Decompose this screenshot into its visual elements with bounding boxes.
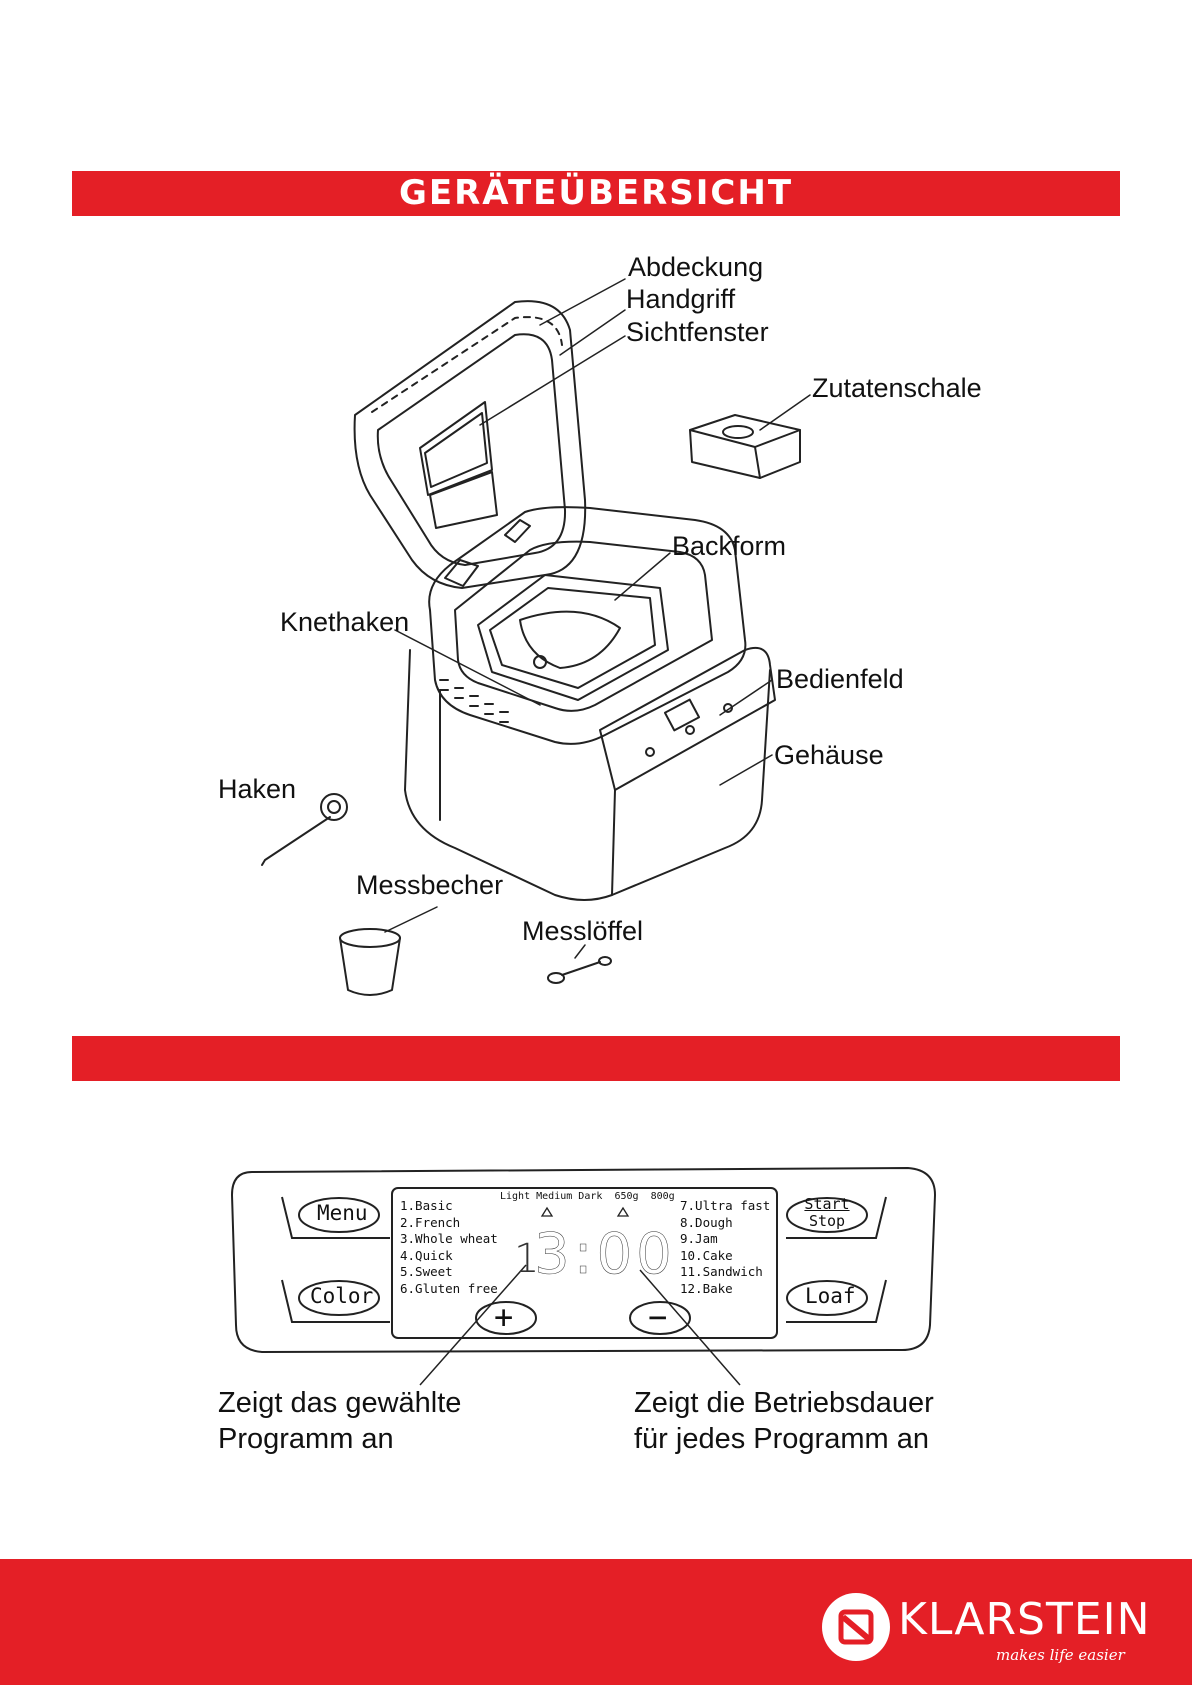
control-panel-diagram (230, 1166, 937, 1386)
color-button[interactable]: Color (310, 1284, 373, 1308)
brand-tagline: makes life easier (996, 1646, 1125, 1664)
label-messbecher: Messbecher (356, 870, 504, 900)
indicator-800g: 800g (650, 1191, 675, 1202)
lid-inner (376, 333, 567, 566)
caption-duration-line1: Zeigt die Betriebsdauer (634, 1387, 934, 1419)
label-sichtfenster: Sichtfenster (626, 317, 769, 347)
indicator-row: Light Medium Dark 650g 800g (500, 1191, 675, 1202)
menu-button-label: Menu (317, 1201, 368, 1225)
caption-program-line2: Programm an (218, 1423, 394, 1455)
menu-button-shape (298, 1197, 380, 1233)
bread-maker-illustration (261, 278, 811, 996)
program-item: 10.Cake (680, 1247, 733, 1263)
program-item: 2.French (400, 1214, 461, 1230)
plus-button[interactable]: + (494, 1298, 513, 1336)
minus-button-shape (629, 1301, 691, 1335)
label-abdeckung: Abdeckung (628, 252, 764, 282)
caption-program: Zeigt das gewählte Programm an (218, 1385, 461, 1457)
label-bedienfeld: Bedienfeld (776, 664, 904, 694)
caption-program-line1: Zeigt das gewählte (218, 1387, 462, 1419)
housing-top (428, 506, 747, 745)
minus-button-label: − (648, 1298, 668, 1336)
program-item: 11.Sandwich (680, 1264, 763, 1279)
vent-slots (439, 679, 509, 723)
label-zutatenschale: Zutatenschale (812, 373, 982, 403)
label-knethaken: Knethaken (280, 607, 410, 637)
footer-band (0, 1559, 1192, 1685)
program-item: 7.Ultra fast (680, 1198, 771, 1213)
program-list-right: 7.Ultra fast 8.Dough 9.Jam 10.Cake 11.Sa… (680, 1198, 770, 1297)
minus-button[interactable]: − (648, 1298, 667, 1336)
brand-logo-icon (822, 1593, 890, 1661)
housing-body (404, 649, 771, 901)
ingredient-dish (689, 414, 801, 479)
program-item: 4.Quick (400, 1247, 453, 1263)
stop-label: Stop (808, 1212, 846, 1230)
color-button-shape (298, 1280, 380, 1316)
indicator-650g: 650g (614, 1191, 639, 1202)
indicator-medium: Medium (536, 1191, 573, 1202)
loaf-button-label: Loaf (805, 1284, 856, 1308)
program-item: 9.Jam (680, 1231, 718, 1246)
indicator-dark: Dark (578, 1191, 603, 1202)
caption-duration-line2: für jedes Programm an (634, 1423, 929, 1455)
program-item: 6.Gluten free (400, 1280, 498, 1296)
loaf-button-shape (786, 1280, 868, 1316)
hook-accessory (261, 793, 348, 866)
display-program-number: 1 (514, 1236, 540, 1282)
color-button-label: Color (310, 1284, 374, 1308)
program-item: 1.Basic (400, 1198, 453, 1213)
section-header-band-2 (72, 1036, 1120, 1081)
program-item: 5.Sweet (400, 1264, 453, 1279)
measuring-spoon (547, 956, 612, 984)
indicator-light: Light (500, 1191, 531, 1202)
brand-name: KLARSTEIN (898, 1594, 1151, 1645)
bread-maker-diagram (261, 278, 811, 996)
control-panel-outline (599, 646, 776, 791)
program-item: 12.Bake (680, 1280, 733, 1296)
lcd-frame (391, 1187, 778, 1339)
display-time: 3:00 (534, 1222, 676, 1288)
measuring-cup (339, 928, 401, 996)
start-label: Start (804, 1195, 850, 1213)
leader-lines (384, 278, 811, 959)
program-list-left: 1.Basic 2.French 3.Whole wheat 4.Quick 5… (400, 1198, 498, 1297)
section-title: GERÄTEÜBERSICHT (398, 173, 794, 213)
start-stop-button-shape (786, 1197, 868, 1233)
start-stop-button[interactable]: Start Stop (802, 1196, 852, 1230)
caption-duration: Zeigt die Betriebsdauer für jedes Progra… (634, 1385, 934, 1457)
label-haken: Haken (218, 774, 297, 804)
control-panel-display (663, 698, 701, 732)
label-gehaeuse: Gehäuse (774, 740, 884, 770)
baking-pan (477, 574, 669, 701)
program-item: 3.Whole wheat (400, 1231, 498, 1246)
panel-outline (230, 1166, 937, 1354)
label-backform: Backform (672, 531, 787, 561)
label-messloeffel: Messlöffel (522, 916, 644, 946)
plus-button-shape (475, 1301, 537, 1335)
program-item: 8.Dough (680, 1214, 733, 1230)
loaf-button[interactable]: Loaf (805, 1284, 856, 1308)
viewing-window (419, 401, 493, 496)
section-header-band: GERÄTEÜBERSICHT (72, 171, 1120, 216)
plus-button-label: + (494, 1298, 514, 1336)
menu-button[interactable]: Menu (317, 1201, 368, 1225)
logo-mark (838, 1609, 874, 1645)
label-handgriff: Handgriff (626, 284, 736, 314)
